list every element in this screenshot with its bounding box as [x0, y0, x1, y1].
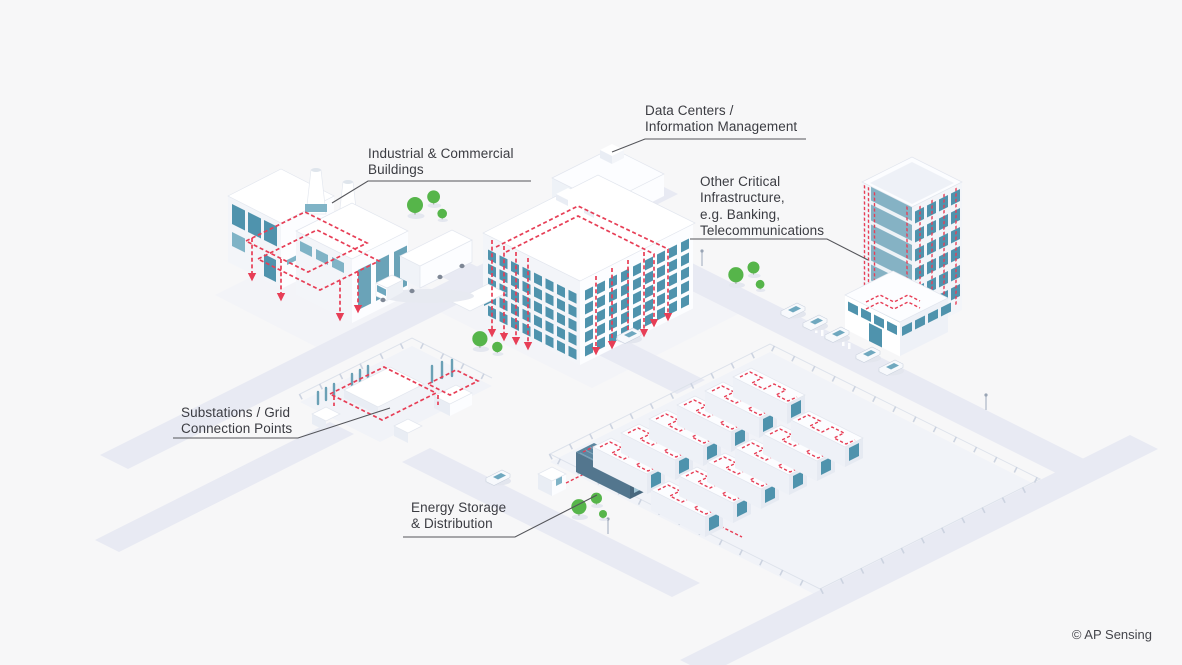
- data-center-building: [451, 144, 696, 366]
- tree-icon: [598, 509, 609, 522]
- label-industrial-commercial-buildings: Industrial & Commercial Buildings: [368, 146, 514, 178]
- sensing-cable: [487, 205, 673, 356]
- tree-icon: [746, 260, 762, 279]
- leader-line-industrial: [331, 180, 531, 204]
- leader-line-data-centers: [611, 138, 806, 153]
- rooftop-unit: [600, 144, 624, 164]
- tree-icon: [491, 341, 504, 357]
- label-data-centers: Data Centers / Information Management: [645, 103, 798, 135]
- tree-icon: [406, 196, 426, 220]
- leader-line-other-critical: [690, 238, 869, 261]
- tree-icon: [426, 189, 442, 209]
- battery-storage-yard: [537, 343, 1047, 596]
- label-substations-grid: Substations / Grid Connection Points: [181, 405, 293, 437]
- car-icon: [801, 314, 829, 331]
- entrance-canopy: [451, 283, 507, 312]
- label-other-critical-infrastructure: Other Critical Infrastructure, e.g. Bank…: [700, 174, 825, 239]
- tree-icon: [755, 279, 766, 293]
- car-icon: [484, 469, 512, 486]
- factory-building: [227, 168, 409, 323]
- label-leader-lines: [173, 138, 869, 538]
- leader-line-energy-storage: [403, 494, 598, 538]
- tree-icon: [436, 208, 449, 223]
- tree-icon: [727, 266, 746, 289]
- sensing-cable: [244, 211, 381, 322]
- car-icon: [779, 302, 807, 319]
- sensing-cable: [328, 366, 480, 421]
- car-icon: [823, 326, 851, 343]
- truck-icon: [375, 229, 474, 303]
- substation: [298, 337, 494, 443]
- label-energy-storage: Energy Storage & Distribution: [411, 500, 507, 532]
- copyright-text: © AP Sensing: [1071, 627, 1152, 642]
- tree-icon: [570, 498, 589, 521]
- vehicles: [375, 229, 905, 486]
- office-tower-building: [844, 156, 963, 357]
- tower-podium: [844, 270, 951, 357]
- connection-cabinet: [537, 466, 567, 496]
- leader-line-substations: [173, 407, 391, 439]
